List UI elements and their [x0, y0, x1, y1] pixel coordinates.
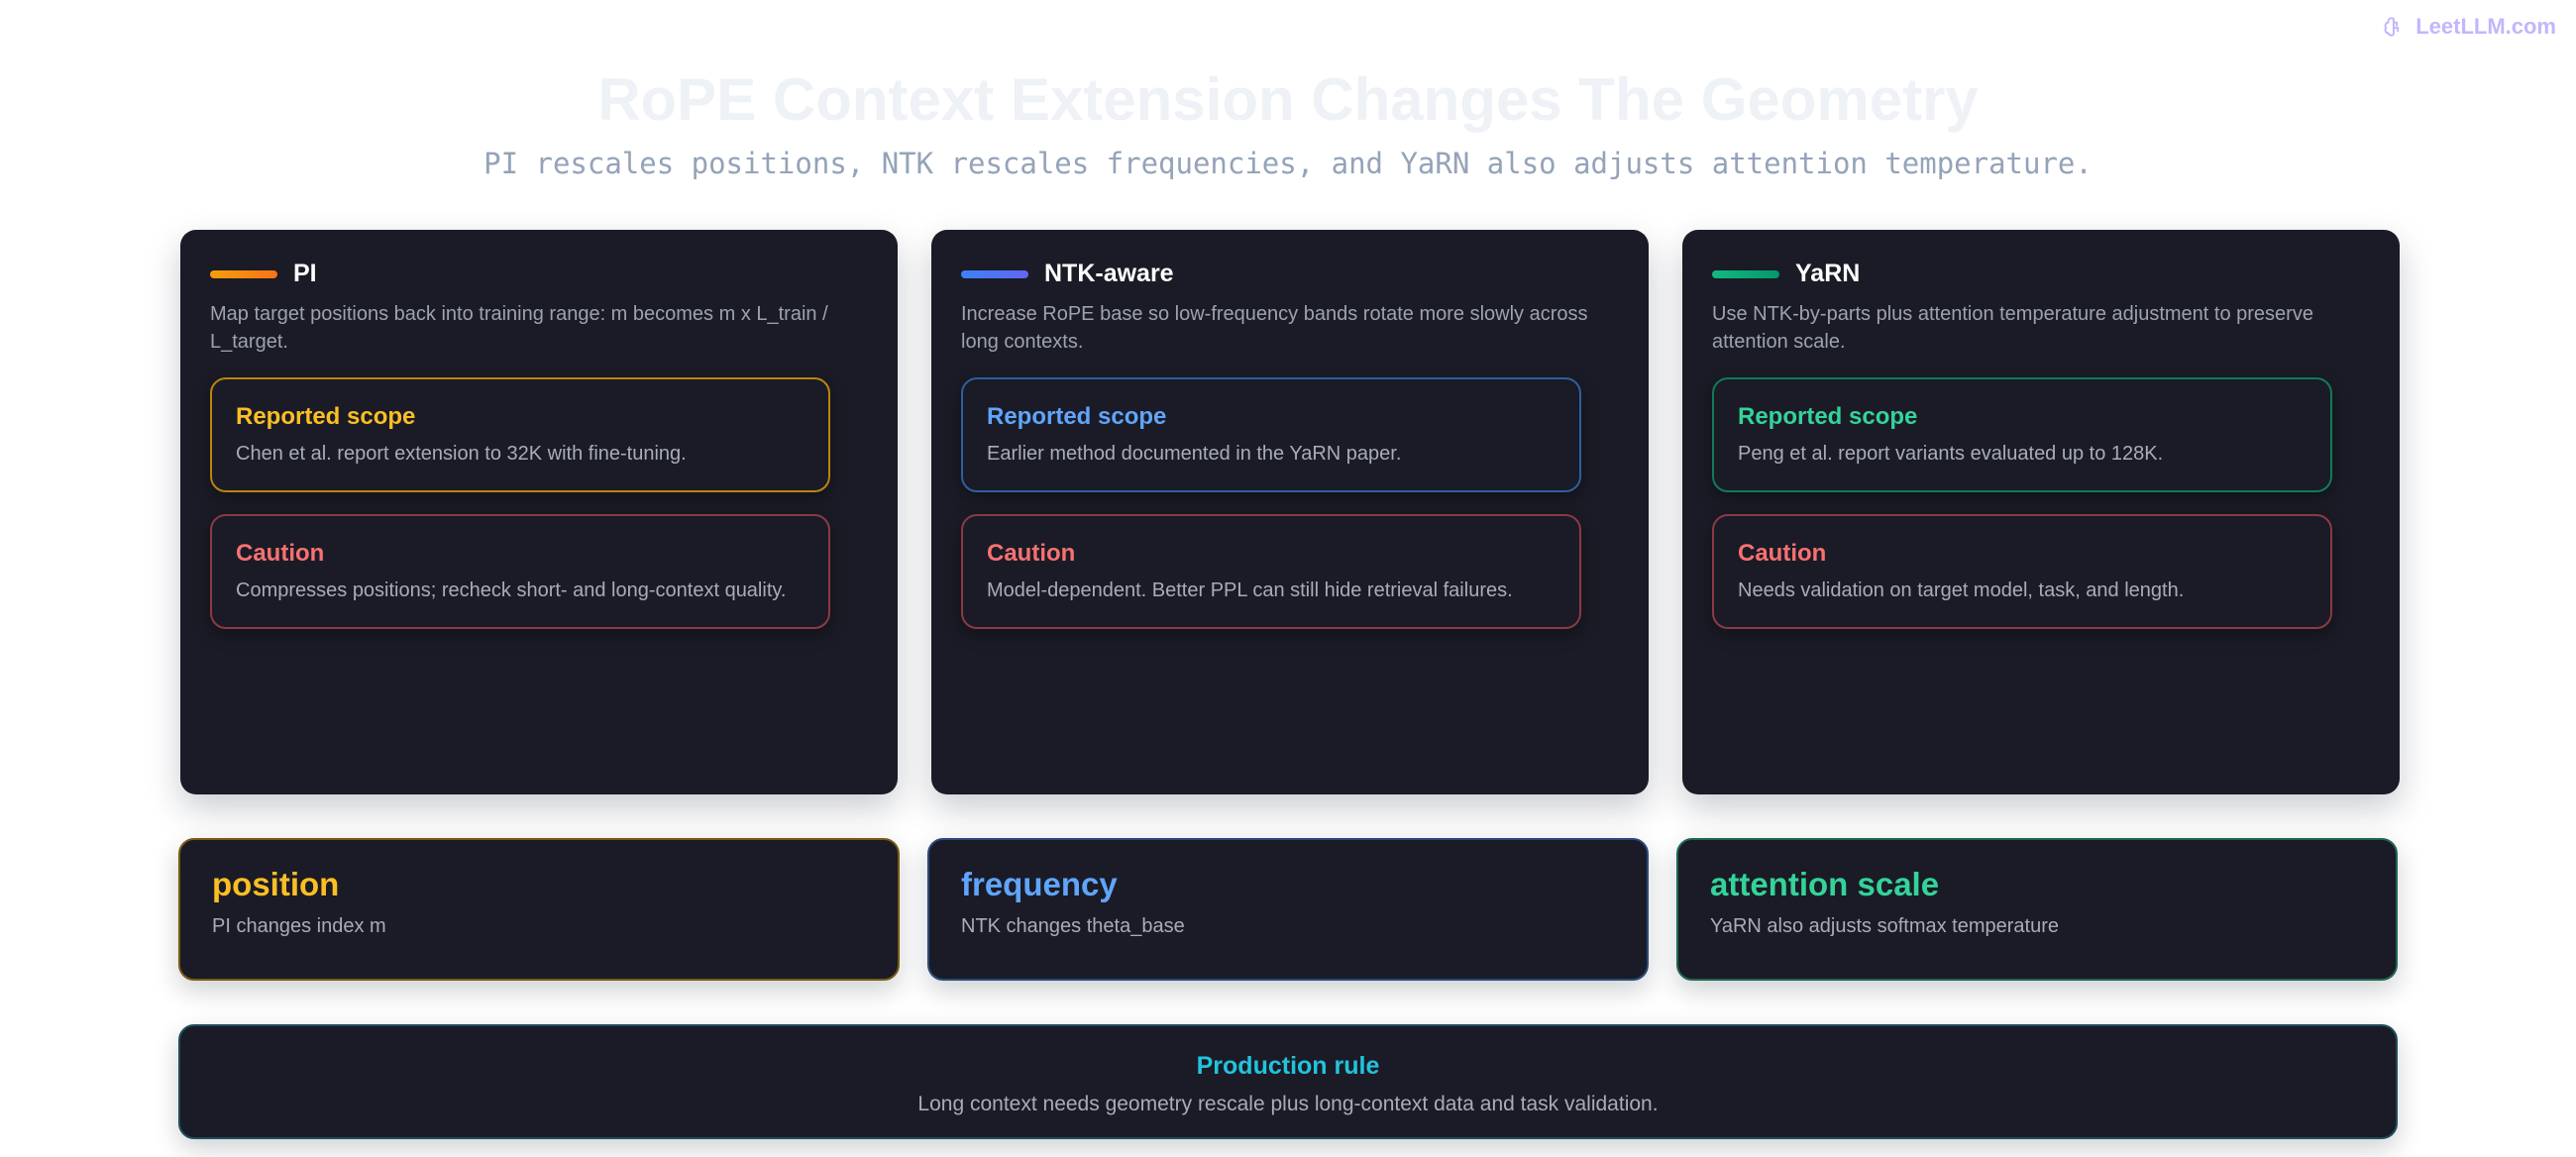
- method-card-yarn: YaRN Use NTK-by-parts plus attention tem…: [1682, 230, 2400, 794]
- strip-title: frequency: [961, 866, 1118, 902]
- box-title: Reported scope: [1738, 403, 1918, 430]
- strip-text: NTK changes theta_base: [961, 915, 1185, 937]
- accent-bar: [210, 269, 277, 278]
- reported-scope-box: Reported scope Chen et al. report extens…: [210, 377, 830, 492]
- box-text: Earlier method documented in the YaRN pa…: [987, 443, 1402, 465]
- production-rule-box: Production rule Long context needs geome…: [178, 1024, 2398, 1139]
- card-description: Map target positions back into training …: [210, 303, 828, 353]
- rule-title: Production rule: [1196, 1052, 1380, 1080]
- frequency-strip: frequency NTK changes theta_base: [927, 838, 1649, 981]
- caution-box: Caution Needs validation on target model…: [1712, 514, 2332, 629]
- brain-icon: [2384, 17, 2400, 37]
- box-title: Reported scope: [987, 403, 1167, 430]
- brand-name: LeetLLM.com: [2415, 14, 2556, 39]
- box-text: Chen et al. report extension to 32K with…: [236, 443, 687, 465]
- card-title: PI: [293, 260, 317, 287]
- reported-scope-box: Reported scope Earlier method documented…: [961, 377, 1581, 492]
- box-title: Reported scope: [236, 403, 416, 430]
- box-text: Needs validation on target model, task, …: [1738, 579, 2185, 601]
- strip-title: attention scale: [1710, 866, 1940, 902]
- card-title: NTK-aware: [1044, 260, 1174, 287]
- page-title: RoPE Context Extension Changes The Geome…: [597, 66, 1979, 133]
- strip-text: PI changes index m: [212, 915, 386, 937]
- box-text: Model-dependent. Better PPL can still hi…: [987, 579, 1513, 601]
- box-title: Caution: [1738, 540, 1827, 567]
- box-text: Peng et al. report variants evaluated up…: [1738, 443, 2164, 465]
- box-text: Compresses positions; recheck short- and…: [236, 579, 787, 601]
- strip-text: YaRN also adjusts softmax temperature: [1710, 915, 2060, 937]
- caution-box: Caution Model-dependent. Better PPL can …: [961, 514, 1581, 629]
- attention-scale-strip: attention scale YaRN also adjusts softma…: [1676, 838, 2398, 981]
- accent-bar: [1712, 269, 1779, 278]
- method-card-ntk: NTK-aware Increase RoPE base so low-freq…: [931, 230, 1649, 794]
- accent-bar: [961, 269, 1028, 278]
- rule-text: Long context needs geometry rescale plus…: [917, 1093, 1659, 1115]
- card-description: Use NTK-by-parts plus attention temperat…: [1712, 303, 2313, 353]
- card-description: Increase RoPE base so low-frequency band…: [961, 303, 1588, 353]
- page-subtitle: PI rescales positions, NTK rescales freq…: [483, 147, 2093, 180]
- reported-scope-box: Reported scope Peng et al. report varian…: [1712, 377, 2332, 492]
- box-title: Caution: [236, 540, 325, 567]
- card-title: YaRN: [1795, 260, 1861, 287]
- caution-box: Caution Compresses positions; recheck sh…: [210, 514, 830, 629]
- position-strip: position PI changes index m: [178, 838, 900, 981]
- brand-logo[interactable]: LeetLLM.com: [2382, 14, 2556, 40]
- box-title: Caution: [987, 540, 1076, 567]
- method-card-pi: PI Map target positions back into traini…: [180, 230, 898, 794]
- strip-title: position: [212, 866, 340, 902]
